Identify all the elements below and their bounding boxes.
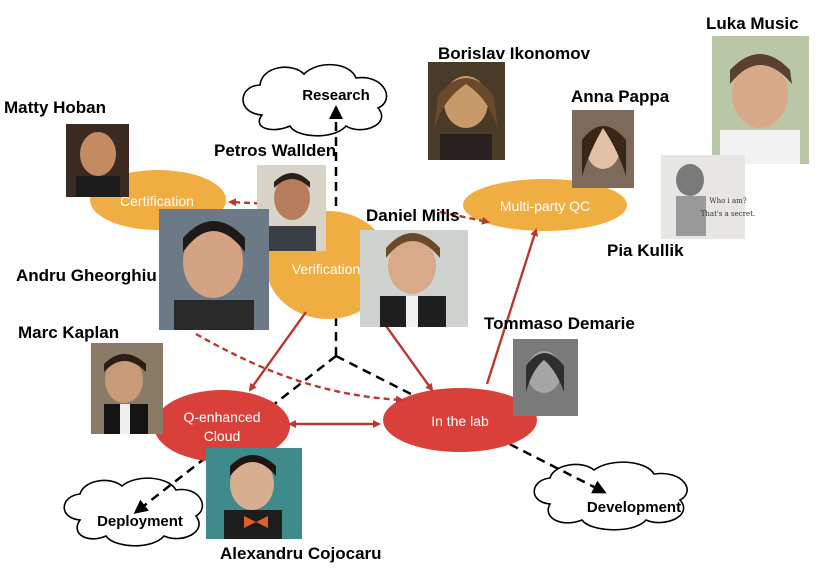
photo-tommaso: [513, 339, 578, 416]
name-matty: Matty Hoban: [4, 98, 106, 117]
research-label: Research: [302, 87, 370, 104]
pia-card-line2: That's a secret.: [701, 210, 756, 218]
photo-andru: [159, 209, 269, 330]
name-andru: Andru Gheorghiu: [16, 266, 157, 285]
arrow-verification-to-cloud: [248, 311, 307, 392]
name-tommaso: Tommaso Demarie: [484, 314, 635, 333]
svg-text:Multi-party QC: Multi-party QC: [500, 198, 590, 214]
name-anna: Anna Pappa: [571, 87, 670, 106]
svg-text:Certification: Certification: [120, 193, 194, 209]
photo-daniel: [360, 230, 468, 327]
node-lab: In the lab: [383, 388, 537, 452]
name-pia: Pia Kullik: [607, 241, 684, 260]
red-arrows: [195, 198, 538, 428]
svg-text:In the lab: In the lab: [431, 413, 489, 429]
development-cloud: Development: [533, 461, 688, 531]
arrow-to-certification: [228, 198, 271, 207]
svg-text:Q-enhanced: Q-enhanced: [183, 409, 260, 425]
svg-text:Verification: Verification: [292, 261, 360, 277]
name-marc: Marc Kaplan: [18, 323, 120, 342]
node-qcloud: Q-enhanced Cloud: [154, 390, 290, 462]
photo-marc: [91, 343, 163, 434]
name-daniel: Daniel Mills: [366, 206, 460, 225]
photo-matty: [66, 124, 129, 197]
development-label: Development: [587, 499, 681, 516]
arrow-certification-to-lab: [195, 332, 404, 404]
svg-text:Cloud: Cloud: [204, 428, 241, 444]
pia-card-line1: Who i am?: [709, 197, 746, 205]
deployment-cloud: Deployment: [63, 477, 204, 547]
deployment-label: Deployment: [97, 513, 183, 530]
name-petros: Petros Wallden: [214, 141, 337, 160]
photo-pia: Who i am? That's a secret.: [661, 155, 755, 239]
photo-alexandru: [206, 448, 302, 539]
name-alexandru: Alexandru Cojocaru: [220, 544, 382, 563]
name-luka: Luka Music: [706, 14, 799, 33]
photo-borislav: [428, 62, 505, 160]
name-borislav: Borislav Ikonomov: [438, 44, 591, 63]
node-multiparty: Multi-party QC: [463, 179, 627, 231]
arrow-to-multiparty: [439, 210, 490, 225]
arrow-lab-to-multiparty: [485, 228, 538, 385]
research-cloud: Research: [242, 63, 388, 137]
photo-luka: [712, 36, 809, 164]
photo-anna: [572, 110, 634, 188]
